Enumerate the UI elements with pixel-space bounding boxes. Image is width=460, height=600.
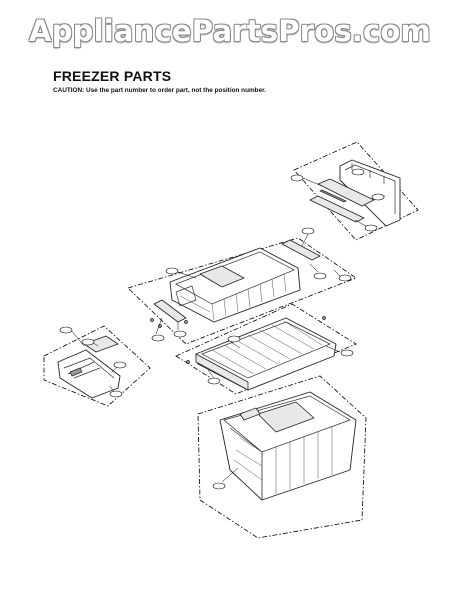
- position-callout: [309, 263, 327, 280]
- bottom-bin-boundary: [197, 375, 367, 539]
- position-callout: [111, 361, 127, 373]
- position-callout: [371, 193, 386, 201]
- position-callout: [59, 326, 85, 347]
- position-callout: [207, 369, 221, 385]
- position-callout: [290, 174, 323, 187]
- position-callout: [333, 269, 352, 282]
- top-guide-rail-detail: [344, 163, 396, 214]
- bottom-bin-divider: [257, 401, 315, 433]
- top-guide-rail: [339, 159, 401, 227]
- position-callout: [81, 338, 99, 347]
- bottom-bin-rim: [223, 395, 351, 453]
- middle-tray-ribs: [211, 320, 323, 375]
- lower-left-bracket: [57, 349, 121, 399]
- top-bracket-strip: [309, 195, 365, 223]
- screw: [322, 316, 326, 320]
- lower-left-strip: [83, 335, 119, 353]
- top-bracket-group: [293, 141, 419, 241]
- position-callout: [173, 322, 187, 338]
- caution-note: CAUTION: Use the part number to order pa…: [53, 87, 267, 94]
- upper-right-rail: [281, 239, 321, 261]
- upper-basket-group: [127, 237, 357, 345]
- middle-tray-boundary: [175, 303, 357, 395]
- position-callout: [227, 335, 241, 349]
- top-bracket-cover: [317, 178, 375, 207]
- upper-left-rail: [153, 299, 187, 323]
- position-callout: [301, 227, 315, 247]
- upper-basket: [169, 247, 301, 323]
- upper-basket-mesh: [179, 273, 287, 321]
- lower-left-boundary: [43, 325, 151, 407]
- watermark-logo: AppliancePartsPros.com: [29, 14, 431, 48]
- middle-tray-rim: [201, 321, 331, 379]
- middle-tray-front-bar: [195, 353, 249, 391]
- position-callout: [325, 345, 354, 357]
- bottom-bin: [219, 391, 357, 501]
- lower-left-group: [43, 325, 151, 407]
- position-callout: [212, 467, 239, 490]
- position-callout: [151, 317, 165, 342]
- position-callout: [109, 385, 123, 398]
- bottom-bin-group: [197, 375, 367, 539]
- bottom-bin-front: [229, 427, 263, 500]
- position-callout: [351, 168, 365, 176]
- position-callout: [354, 219, 378, 232]
- upper-basket-handle: [175, 285, 197, 307]
- middle-tray-group: [175, 303, 357, 395]
- upper-basket-divider: [199, 265, 245, 288]
- middle-tray: [195, 317, 337, 391]
- top-bracket-slot: [319, 189, 347, 203]
- bottom-bin-handle: [239, 407, 261, 421]
- lower-left-bracket-detail: [63, 357, 115, 379]
- screw: [150, 318, 154, 322]
- position-callouts: [59, 168, 386, 490]
- position-callout: [165, 267, 197, 279]
- page-title: FREEZER PARTS: [53, 68, 172, 84]
- screw: [184, 320, 188, 324]
- screw: [186, 360, 190, 364]
- lower-left-slot: [69, 367, 83, 377]
- top-bracket-boundary: [293, 141, 419, 241]
